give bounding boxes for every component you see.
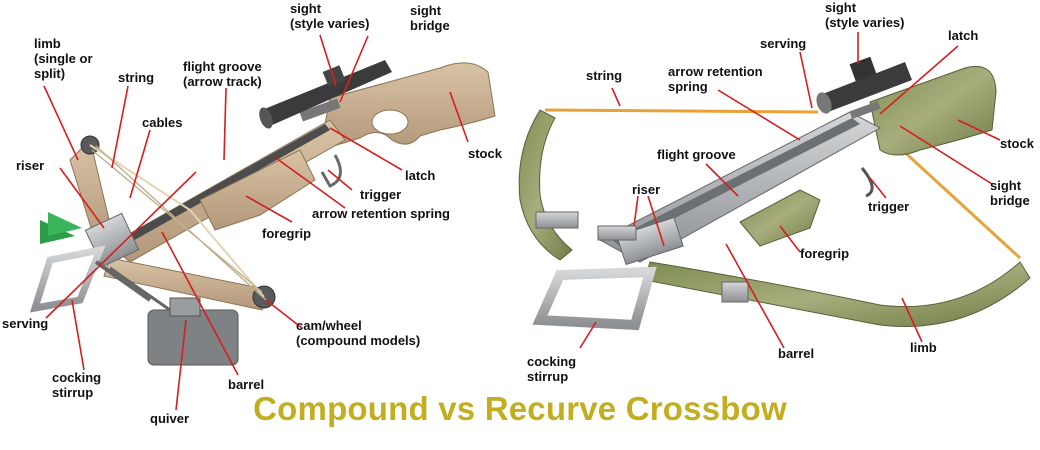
recurve-labels: sight (style varies) serving latch strin… [527,0,1035,384]
compound-arrows [40,212,82,244]
compound-stirrup-shape [29,245,106,313]
label-compound-string: string [118,70,154,85]
label-recurve-riser: riser [632,182,660,197]
label-recurve-stock: stock [1000,136,1035,151]
compound-leader-lines [43,34,469,411]
label-compound-cocking-stirrup: cocking stirrup [52,370,105,400]
label-compound-cam-wheel: cam/wheel (compound models) [296,318,420,348]
label-compound-sight-bridge: sight bridge [410,3,450,33]
label-compound-serving: serving [2,316,48,331]
label-recurve-cocking-stirrup: cocking stirrup [527,354,580,384]
label-recurve-barrel: barrel [778,346,814,361]
compound-stock-thumbhole [371,109,409,135]
label-compound-flight-groove: flight groove (arrow track) [183,59,265,89]
label-compound-quiver: quiver [150,411,189,426]
label-compound-latch: latch [405,168,435,183]
compound-trigger-shape [320,154,342,188]
label-recurve-sight: sight (style varies) [825,0,905,30]
compound-scope [259,60,392,129]
recurve-flight-groove-shape [612,118,860,246]
label-compound-riser: riser [16,158,44,173]
compound-labels: limb (single or split) string cables fli… [2,1,503,426]
compound-string-shape [89,144,265,298]
compound-foregrip-shape [199,149,316,231]
label-recurve-arrow-retention-spring: arrow retention spring [668,64,766,94]
label-compound-limb: limb (single or split) [34,36,96,81]
compound-crossbow [29,60,496,366]
label-compound-trigger: trigger [360,187,401,202]
label-compound-cables: cables [142,115,182,130]
label-recurve-sight-bridge: sight bridge [990,178,1030,208]
label-recurve-flight-groove: flight groove [657,147,736,162]
label-recurve-serving: serving [760,36,806,51]
compound-stock-shape [319,62,496,151]
label-recurve-latch: latch [948,28,978,43]
recurve-upper-limb-shape [518,109,573,261]
label-recurve-limb: limb [910,340,937,355]
compound-cables-shape [91,145,267,301]
label-recurve-foregrip: foregrip [800,246,849,261]
recurve-lower-limb-shape [644,261,1031,327]
compound-quiver-shape [147,297,239,366]
label-compound-barrel: barrel [228,377,264,392]
recurve-foregrip-shape [739,189,821,247]
label-compound-sight: sight (style varies) [290,1,370,31]
recurve-scope [816,56,912,119]
recurve-string-shape [544,108,819,114]
recurve-riser-shape [616,216,684,266]
label-compound-arrow-retention-spring: arrow retention spring [312,206,450,221]
recurve-leader-lines [579,32,1001,349]
recurve-trigger-shape [860,167,874,198]
recurve-crossbow [518,56,1031,331]
label-recurve-trigger: trigger [868,199,909,214]
label-compound-stock: stock [468,146,503,161]
label-compound-foregrip: foregrip [262,226,311,241]
page-title: Compound vs Recurve Crossbow [253,390,787,427]
label-recurve-string: string [586,68,622,83]
recurve-stirrup-shape [532,266,657,331]
recurve-stock-shape [869,66,997,156]
